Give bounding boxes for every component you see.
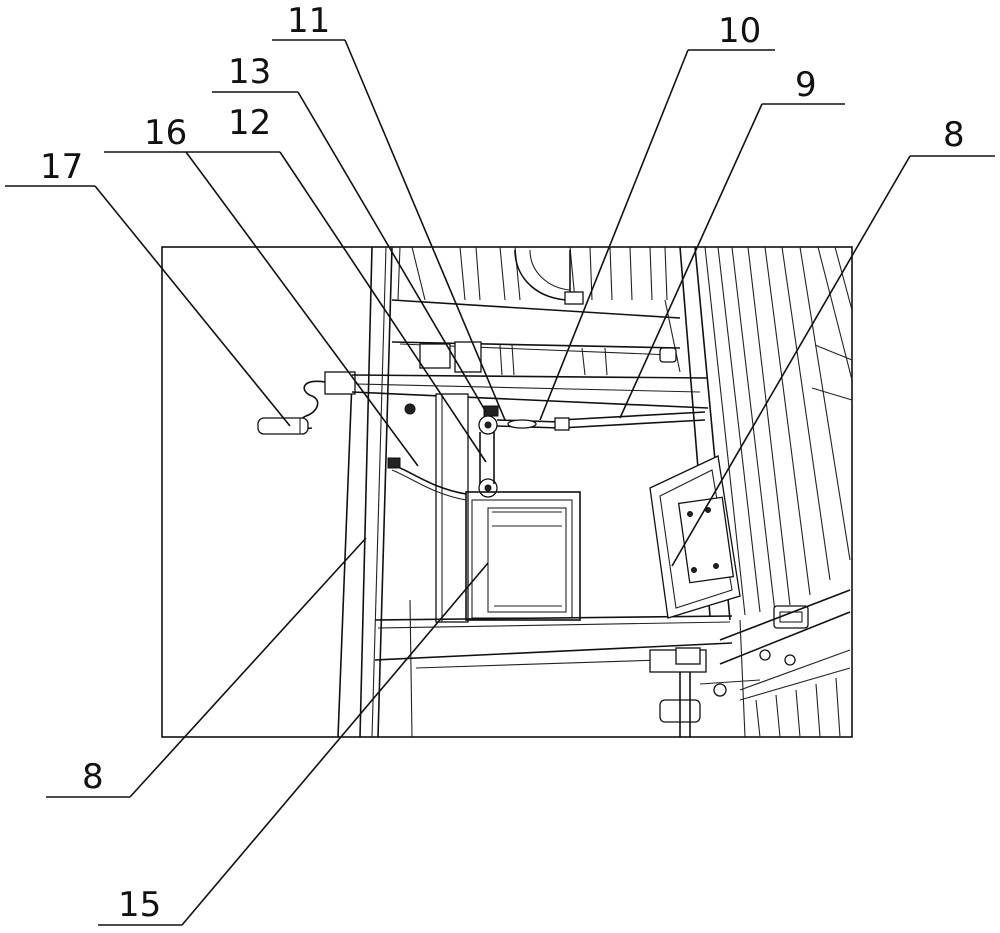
callout-12: 12 (228, 103, 271, 143)
callout-16: 16 (144, 113, 187, 153)
callout-8-top: 8 (943, 115, 965, 155)
inner-post (387, 393, 469, 623)
side-plate (649, 455, 741, 619)
callout-17: 17 (40, 147, 83, 187)
callout-8-bottom: 8 (82, 757, 104, 797)
central-door (465, 491, 581, 621)
callout-10: 10 (718, 11, 761, 51)
background-uprights (411, 246, 668, 376)
left-frame-posts (337, 246, 413, 738)
callout-11: 11 (287, 1, 330, 41)
drawing-frame (161, 246, 853, 738)
bottom-mechanism (649, 589, 851, 738)
callout-labels: 11 10 13 9 16 12 8 17 8 15 (40, 1, 965, 925)
callout-leaders (5, 39, 995, 926)
top-beams (351, 299, 709, 409)
crank-handle (257, 371, 356, 435)
linkage-assembly (478, 405, 706, 498)
callout-13: 13 (228, 52, 271, 92)
callout-9: 9 (795, 65, 817, 105)
callout-15: 15 (118, 885, 161, 925)
right-panels (659, 246, 853, 621)
